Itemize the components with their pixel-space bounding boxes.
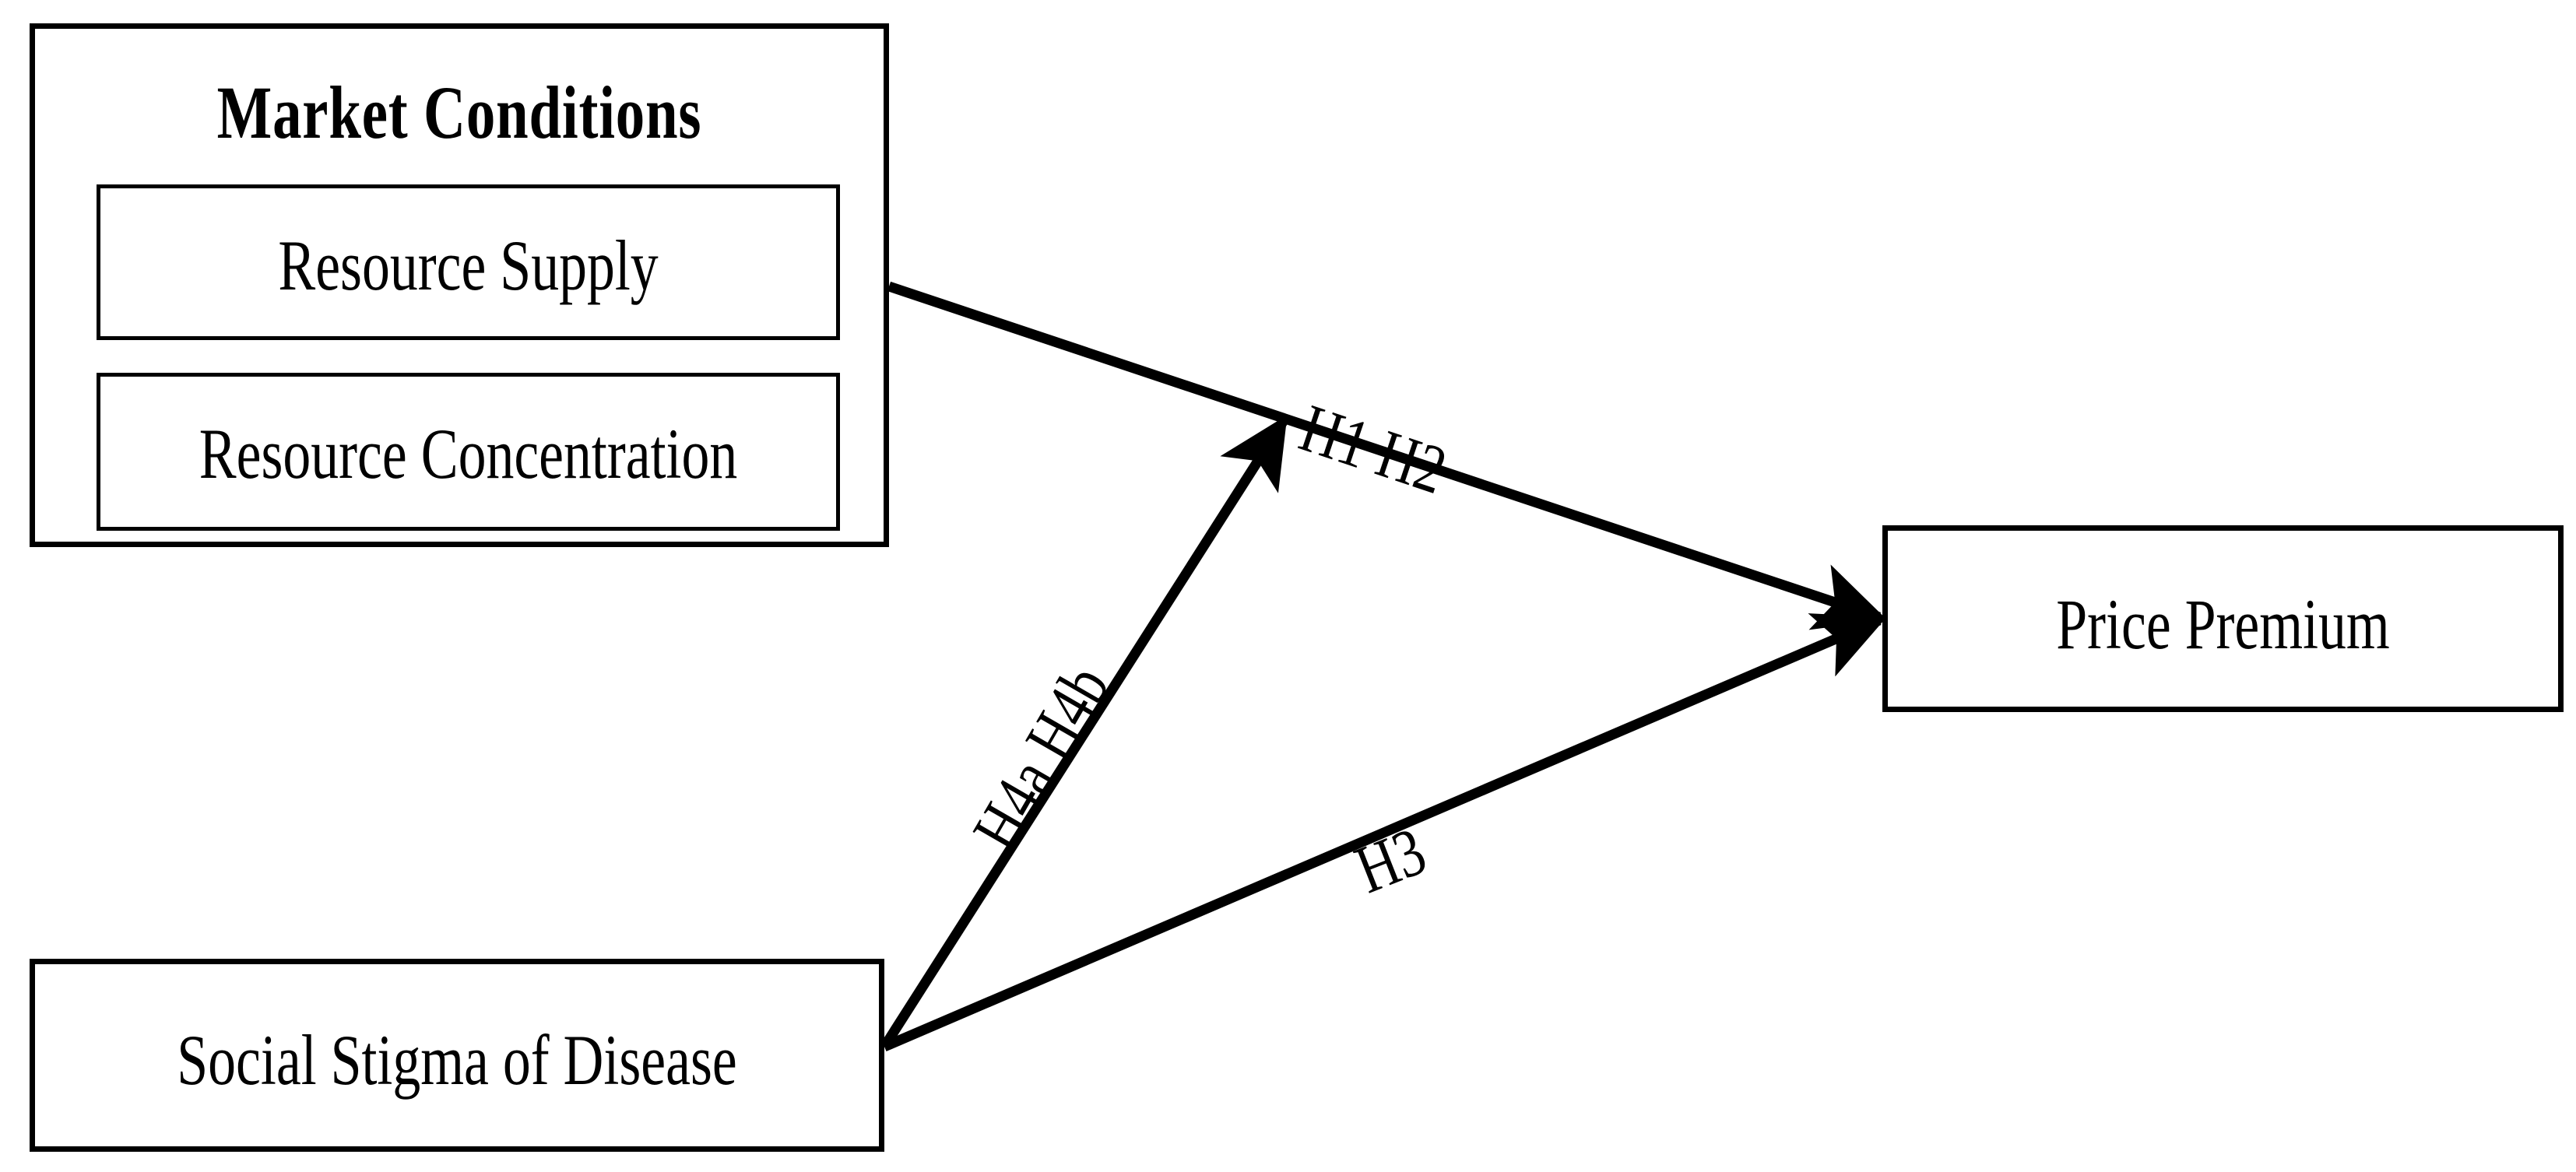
social-stigma-label: Social Stigma of Disease [177, 1020, 737, 1100]
price-premium-box: Price Premium [1882, 525, 2564, 712]
resource-concentration-label: Resource Concentration [199, 414, 738, 493]
market-conditions-title: Market Conditions [216, 71, 702, 154]
market-conditions-box: Market Conditions Resource Supply Resour… [30, 23, 889, 547]
resource-concentration-box: Resource Concentration [97, 373, 840, 531]
resource-supply-box: Resource Supply [97, 184, 840, 340]
edge-label-h3: H3 [1345, 813, 1436, 909]
edge-label-h1h2: H1 H2 [1291, 390, 1456, 510]
social-stigma-box: Social Stigma of Disease [30, 959, 884, 1152]
edge-label-h4a-h4b: H4a H4b [958, 653, 1124, 864]
price-premium-label: Price Premium [2056, 584, 2390, 664]
resource-supply-label: Resource Supply [278, 226, 659, 305]
